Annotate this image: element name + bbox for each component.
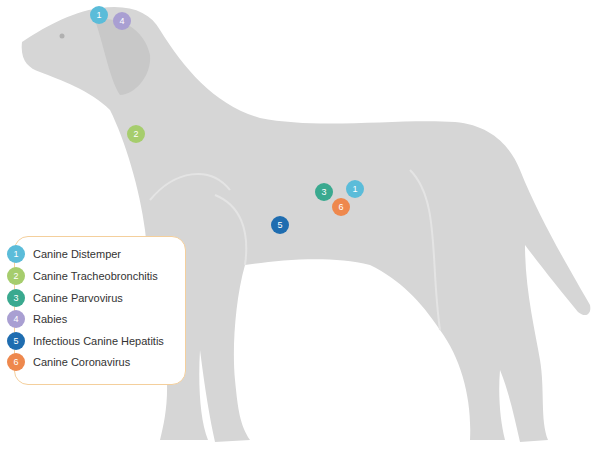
callout-number: 5 — [271, 216, 289, 234]
legend-number: 4 — [7, 310, 25, 328]
callout-number: 2 — [127, 125, 145, 143]
body-contour — [150, 170, 440, 330]
legend-number: 6 — [7, 353, 25, 371]
callout-number: 3 — [315, 183, 333, 201]
dog-eye — [60, 34, 65, 39]
legend-label: Canine Distemper — [33, 247, 121, 261]
callout-number: 1 — [90, 6, 108, 24]
legend-label: Canine Coronavirus — [33, 355, 130, 369]
legend-label: Rabies — [33, 312, 67, 326]
dog-ear — [95, 19, 150, 95]
legend-number: 3 — [7, 289, 25, 307]
callout-number: 6 — [332, 198, 350, 216]
legend-number: 1 — [7, 245, 25, 263]
legend-label: Canine Parvovirus — [33, 291, 123, 305]
legend-number: 2 — [7, 267, 25, 285]
legend-number: 5 — [7, 332, 25, 350]
legend-label: Infectious Canine Hepatitis — [33, 334, 164, 348]
callout-number: 4 — [113, 12, 131, 30]
callout-number: 1 — [346, 180, 364, 198]
legend-label: Canine Tracheobronchitis — [33, 269, 158, 283]
